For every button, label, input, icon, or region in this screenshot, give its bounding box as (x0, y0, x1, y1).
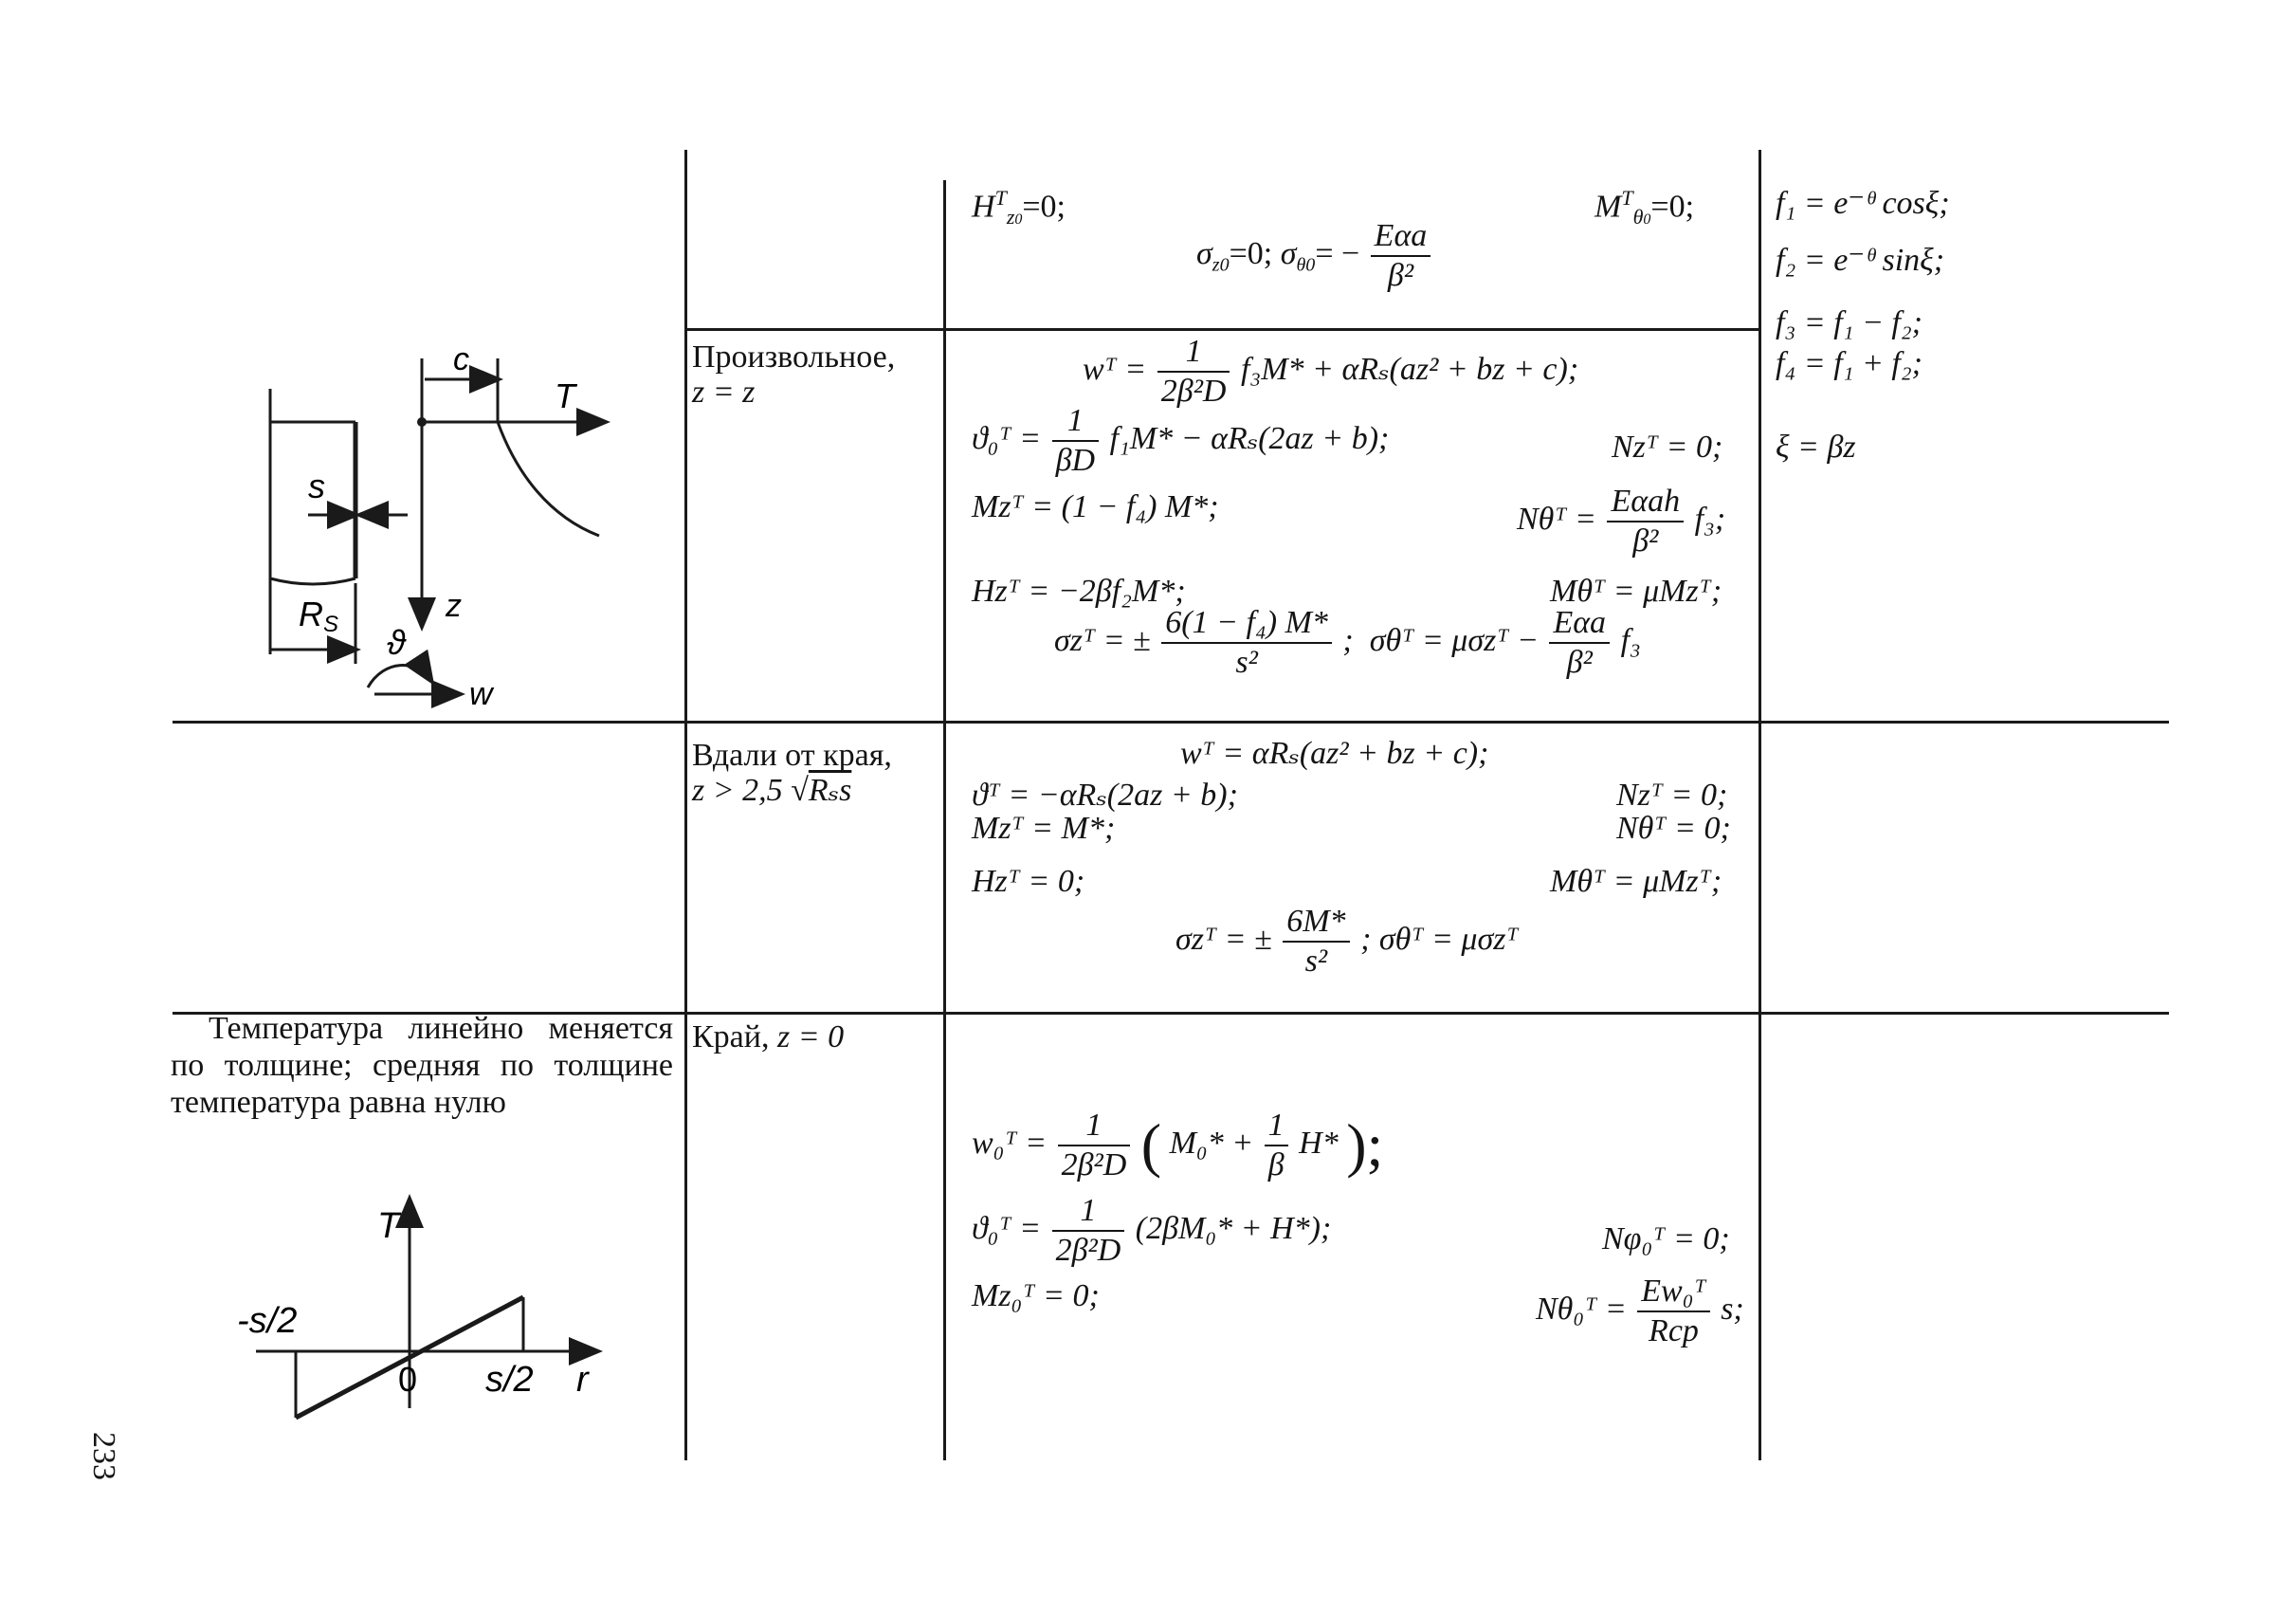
temperature-line (294, 1294, 525, 1421)
table-hline-1 (684, 328, 1761, 331)
label-pos-half-s: s/2 (485, 1360, 534, 1400)
aux-xi: ξ = βz (1776, 430, 1856, 465)
aux-f1: f₁ = e⁻ᶿ cosξ; (1776, 186, 1950, 221)
label-theta: ϑ (387, 623, 407, 662)
row3-description: Температура линейно меняется по толщине;… (171, 1011, 673, 1121)
row2-condition: Вдали от края, z > 2,5 √Rₛs (692, 738, 892, 809)
aux-f2: f₂ = e⁻ᶿ sinξ; (1776, 243, 1945, 278)
aux-f4: f₄ = f₁ + f₂; (1776, 346, 1923, 381)
label-neg-half-s: -s/2 (237, 1301, 297, 1341)
row2-theta-formula: ϑᵀ = −αRₛ(2az + b); (972, 778, 1238, 813)
label-s: s (308, 467, 325, 505)
label-t: T (555, 376, 578, 415)
row2-ntheta-formula: Nθᵀ = 0; (1616, 811, 1731, 846)
label-r: r (576, 1360, 590, 1400)
row2-sigma-formula: σzᵀ = ± 6M*s² ; σθᵀ = μσzᵀ (1175, 904, 1519, 979)
row1-nz-formula: Nzᵀ = 0; (1612, 430, 1723, 465)
row1-mz-formula: Mzᵀ = (1 − f₄) M*; (972, 489, 1219, 524)
row1-sigma-formula: σzᵀ = ± 6(1 − f₄) M*s² ; σθᵀ = μσzᵀ − Eα… (1054, 605, 1641, 680)
table-hline-3 (173, 1012, 2169, 1015)
row2-w-formula: wᵀ = αRₛ(az² + bz + c); (1180, 736, 1489, 771)
temperature-curve (496, 421, 600, 538)
label-zero: 0 (398, 1360, 417, 1399)
row2-mtheta-formula: Mθᵀ = μMzᵀ; (1550, 864, 1722, 899)
row2-hz-formula: Hzᵀ = 0; (972, 864, 1085, 899)
label-z: z (445, 588, 462, 624)
row1-mtheta-formula: Mθᵀ = μMzᵀ; (1550, 574, 1722, 609)
row1-condition: Произвольное, z = z (692, 339, 896, 411)
row3-mz-formula: Mz₀ᵀ = 0; (972, 1278, 1100, 1313)
shell-temperature-diagram: c T s z RS ϑ w (268, 341, 610, 711)
row2-mz-formula: Mzᵀ = M*; (972, 811, 1116, 846)
row0-m-formula: MTθ0=0; (1594, 186, 1695, 229)
aux-f3: f₃ = f₁ − f₂; (1776, 305, 1923, 340)
row2-nz-formula: Nzᵀ = 0; (1616, 778, 1728, 813)
table-hline-2 (173, 721, 2169, 724)
label-rs: RS (299, 595, 338, 637)
label-c: c (453, 341, 469, 377)
row3-nphi-formula: Nφ₀ᵀ = 0; (1602, 1221, 1730, 1256)
label-w: w (469, 676, 495, 711)
table-vline-2 (943, 180, 946, 1460)
label-t2: T (377, 1206, 402, 1246)
row1-hz-formula: Hzᵀ = −2βf₂M*; (972, 574, 1186, 609)
linear-temperature-diagram: T -s/2 0 s/2 r (237, 1194, 603, 1421)
table-vline-3 (1758, 150, 1761, 1460)
row3-condition: Край, z = 0 (692, 1019, 845, 1054)
row0-h-formula: HTz0=0; (972, 186, 1066, 229)
table-vline-1 (684, 150, 687, 1460)
page-number: 233 (86, 1432, 121, 1480)
